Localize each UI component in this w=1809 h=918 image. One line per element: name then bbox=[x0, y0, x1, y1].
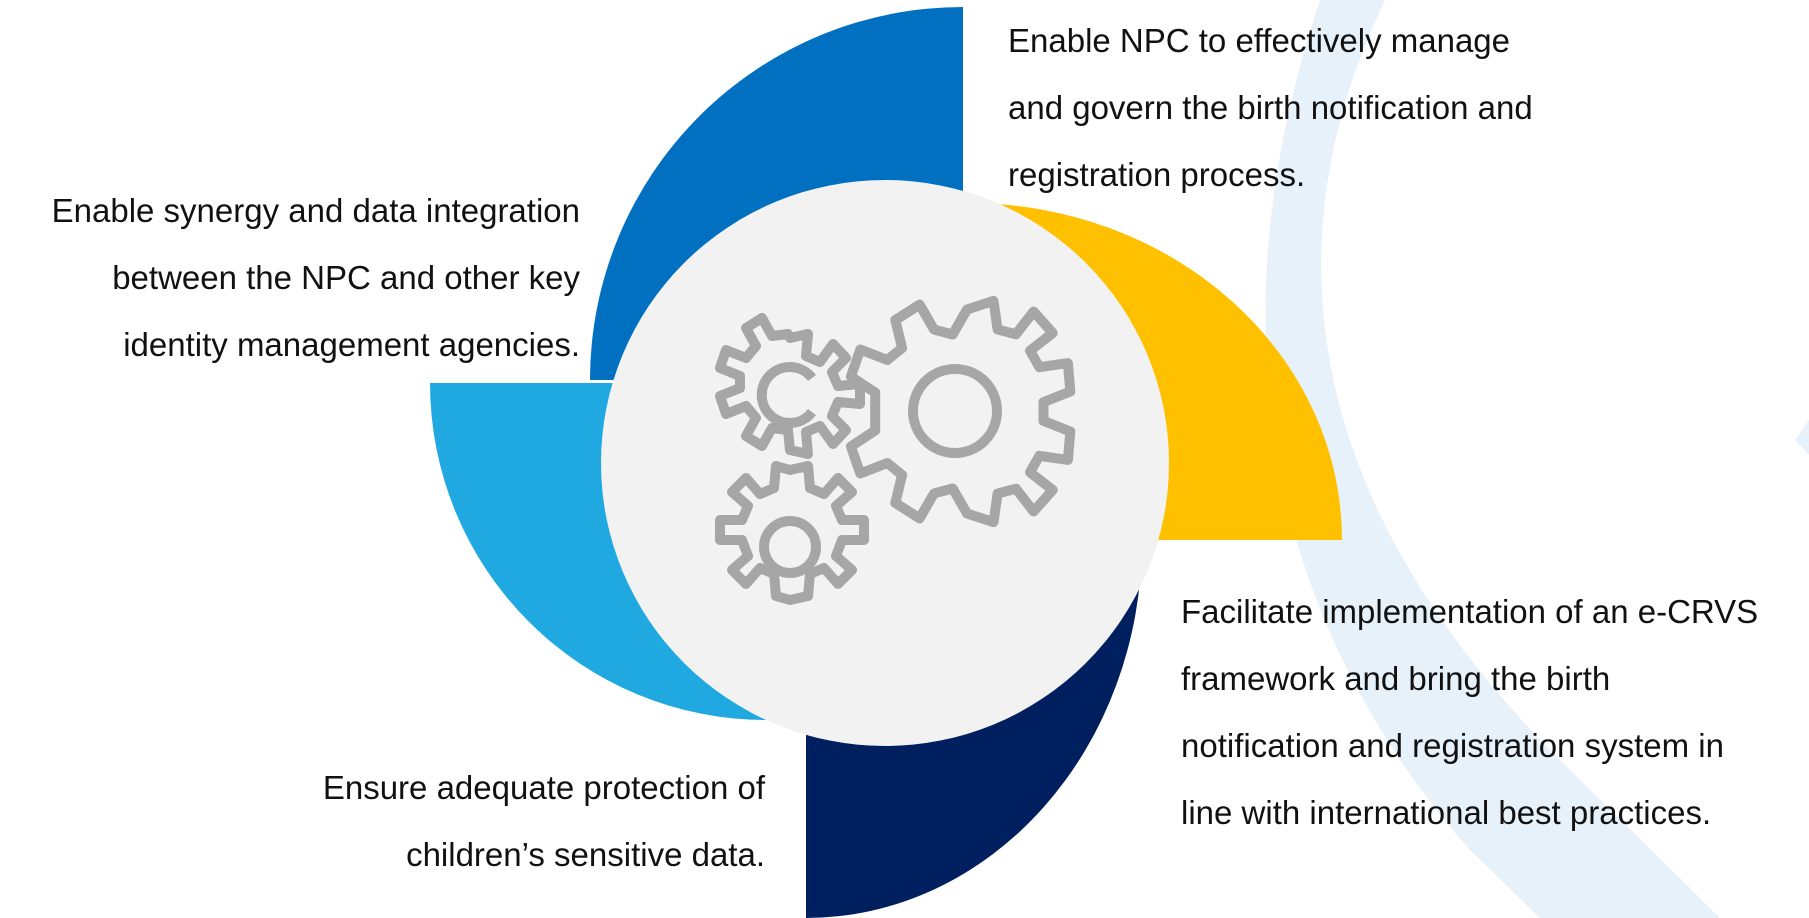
objective-line: children’s sensitive data. bbox=[406, 836, 765, 873]
objective-line: Ensure adequate protection of bbox=[322, 769, 765, 806]
small-gear-bottom bbox=[715, 461, 869, 605]
background-arc-right bbox=[1265, 0, 1720, 918]
objective-line: notification and registration system in bbox=[1181, 727, 1724, 764]
objective-line: identity management agencies. bbox=[123, 326, 580, 363]
small-gear-bottom-hub bbox=[759, 516, 821, 578]
objective-line: Enable synergy and data integration bbox=[51, 192, 580, 229]
large-gear-hub bbox=[908, 364, 1002, 458]
small-gear-top bbox=[715, 313, 865, 459]
objective-line: registration process. bbox=[1008, 156, 1306, 193]
objective-line: line with international best practices. bbox=[1181, 794, 1712, 831]
objective-top-left: Enable synergy and data integration betw… bbox=[52, 177, 580, 378]
objective-line: framework and bring the birth bbox=[1181, 660, 1611, 697]
large-gear bbox=[845, 295, 1076, 528]
objective-bottom-left: Ensure adequate protection of children’s… bbox=[323, 754, 765, 888]
small-gear-top-hub bbox=[756, 362, 816, 428]
objective-line: Enable NPC to effectively manage bbox=[1008, 22, 1511, 59]
objective-top-right: Enable NPC to effectively manage and gov… bbox=[1008, 7, 1533, 208]
objective-line: and govern the birth notification and bbox=[1008, 89, 1533, 126]
gears-icon bbox=[715, 295, 1076, 605]
objective-line: between the NPC and other key bbox=[112, 259, 580, 296]
objective-bottom-right: Facilitate implementation of an e-CRVS f… bbox=[1181, 578, 1758, 846]
background-arc-edge bbox=[1795, 420, 1809, 455]
objective-line: Facilitate implementation of an e-CRVS bbox=[1181, 593, 1759, 630]
